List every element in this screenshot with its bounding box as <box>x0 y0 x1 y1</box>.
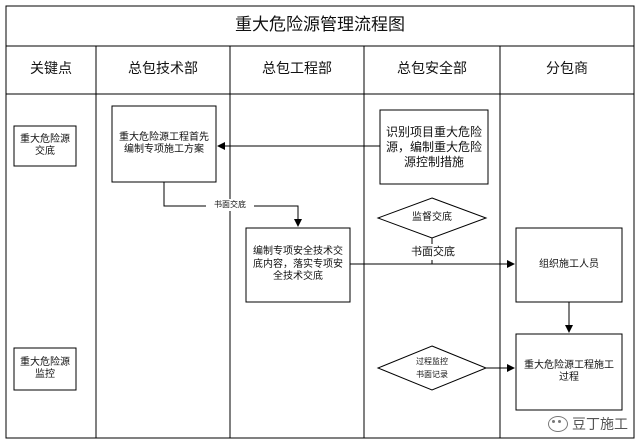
sub-process-box <box>515 333 623 411</box>
lane-header-keypoints: 关键点 <box>30 61 72 78</box>
sub-process-label: 重大危险源工程施工过程 <box>524 359 614 384</box>
edge-label-written-small: 书面交底 <box>206 199 254 211</box>
eng-tech-box <box>245 227 351 303</box>
safety-identify-label: 识别项目重大危险源，编制重大危险源控制措施 <box>386 124 483 169</box>
supervise-diamond-label: 监督交底 <box>412 211 452 223</box>
edge-label-written-large: 书面交底 <box>398 244 468 260</box>
eng-tech-label: 编制专项安全技术交底内容，落实专项安全技术交底 <box>253 246 343 283</box>
tech-plan-label: 重大危险源工程首先编制专项施工方案 <box>119 131 209 156</box>
tech-plan-box <box>111 105 217 183</box>
lane-header-eng: 总包工程部 <box>262 61 332 78</box>
keypoint-handover-label: 重大危险源交底 <box>20 133 70 158</box>
lane-header-tech: 总包技术部 <box>128 61 198 78</box>
keypoint-monitor-label: 重大危险源监控 <box>20 356 70 381</box>
outer-frame <box>5 5 635 439</box>
keypoint-box-monitor <box>13 347 77 391</box>
watermark: 豆丁施工 <box>548 414 628 434</box>
monitor-diamond-label-2: 书面记录 <box>416 370 448 379</box>
keypoint-box-handover <box>13 125 77 167</box>
lane-header-sub: 分包商 <box>546 61 588 78</box>
safety-identify-box <box>379 109 489 185</box>
lane-header-safety: 总包安全部 <box>397 61 467 78</box>
sub-organize-box <box>515 227 623 303</box>
monitor-diamond <box>376 345 488 391</box>
sub-organize-label: 组织施工人员 <box>539 258 599 270</box>
monitor-diamond-label-1: 过程监控 <box>416 357 448 366</box>
watermark-text: 豆丁施工 <box>572 417 628 433</box>
diagram-title: 重大危险源管理流程图 <box>235 15 405 36</box>
wechat-icon <box>548 416 568 432</box>
